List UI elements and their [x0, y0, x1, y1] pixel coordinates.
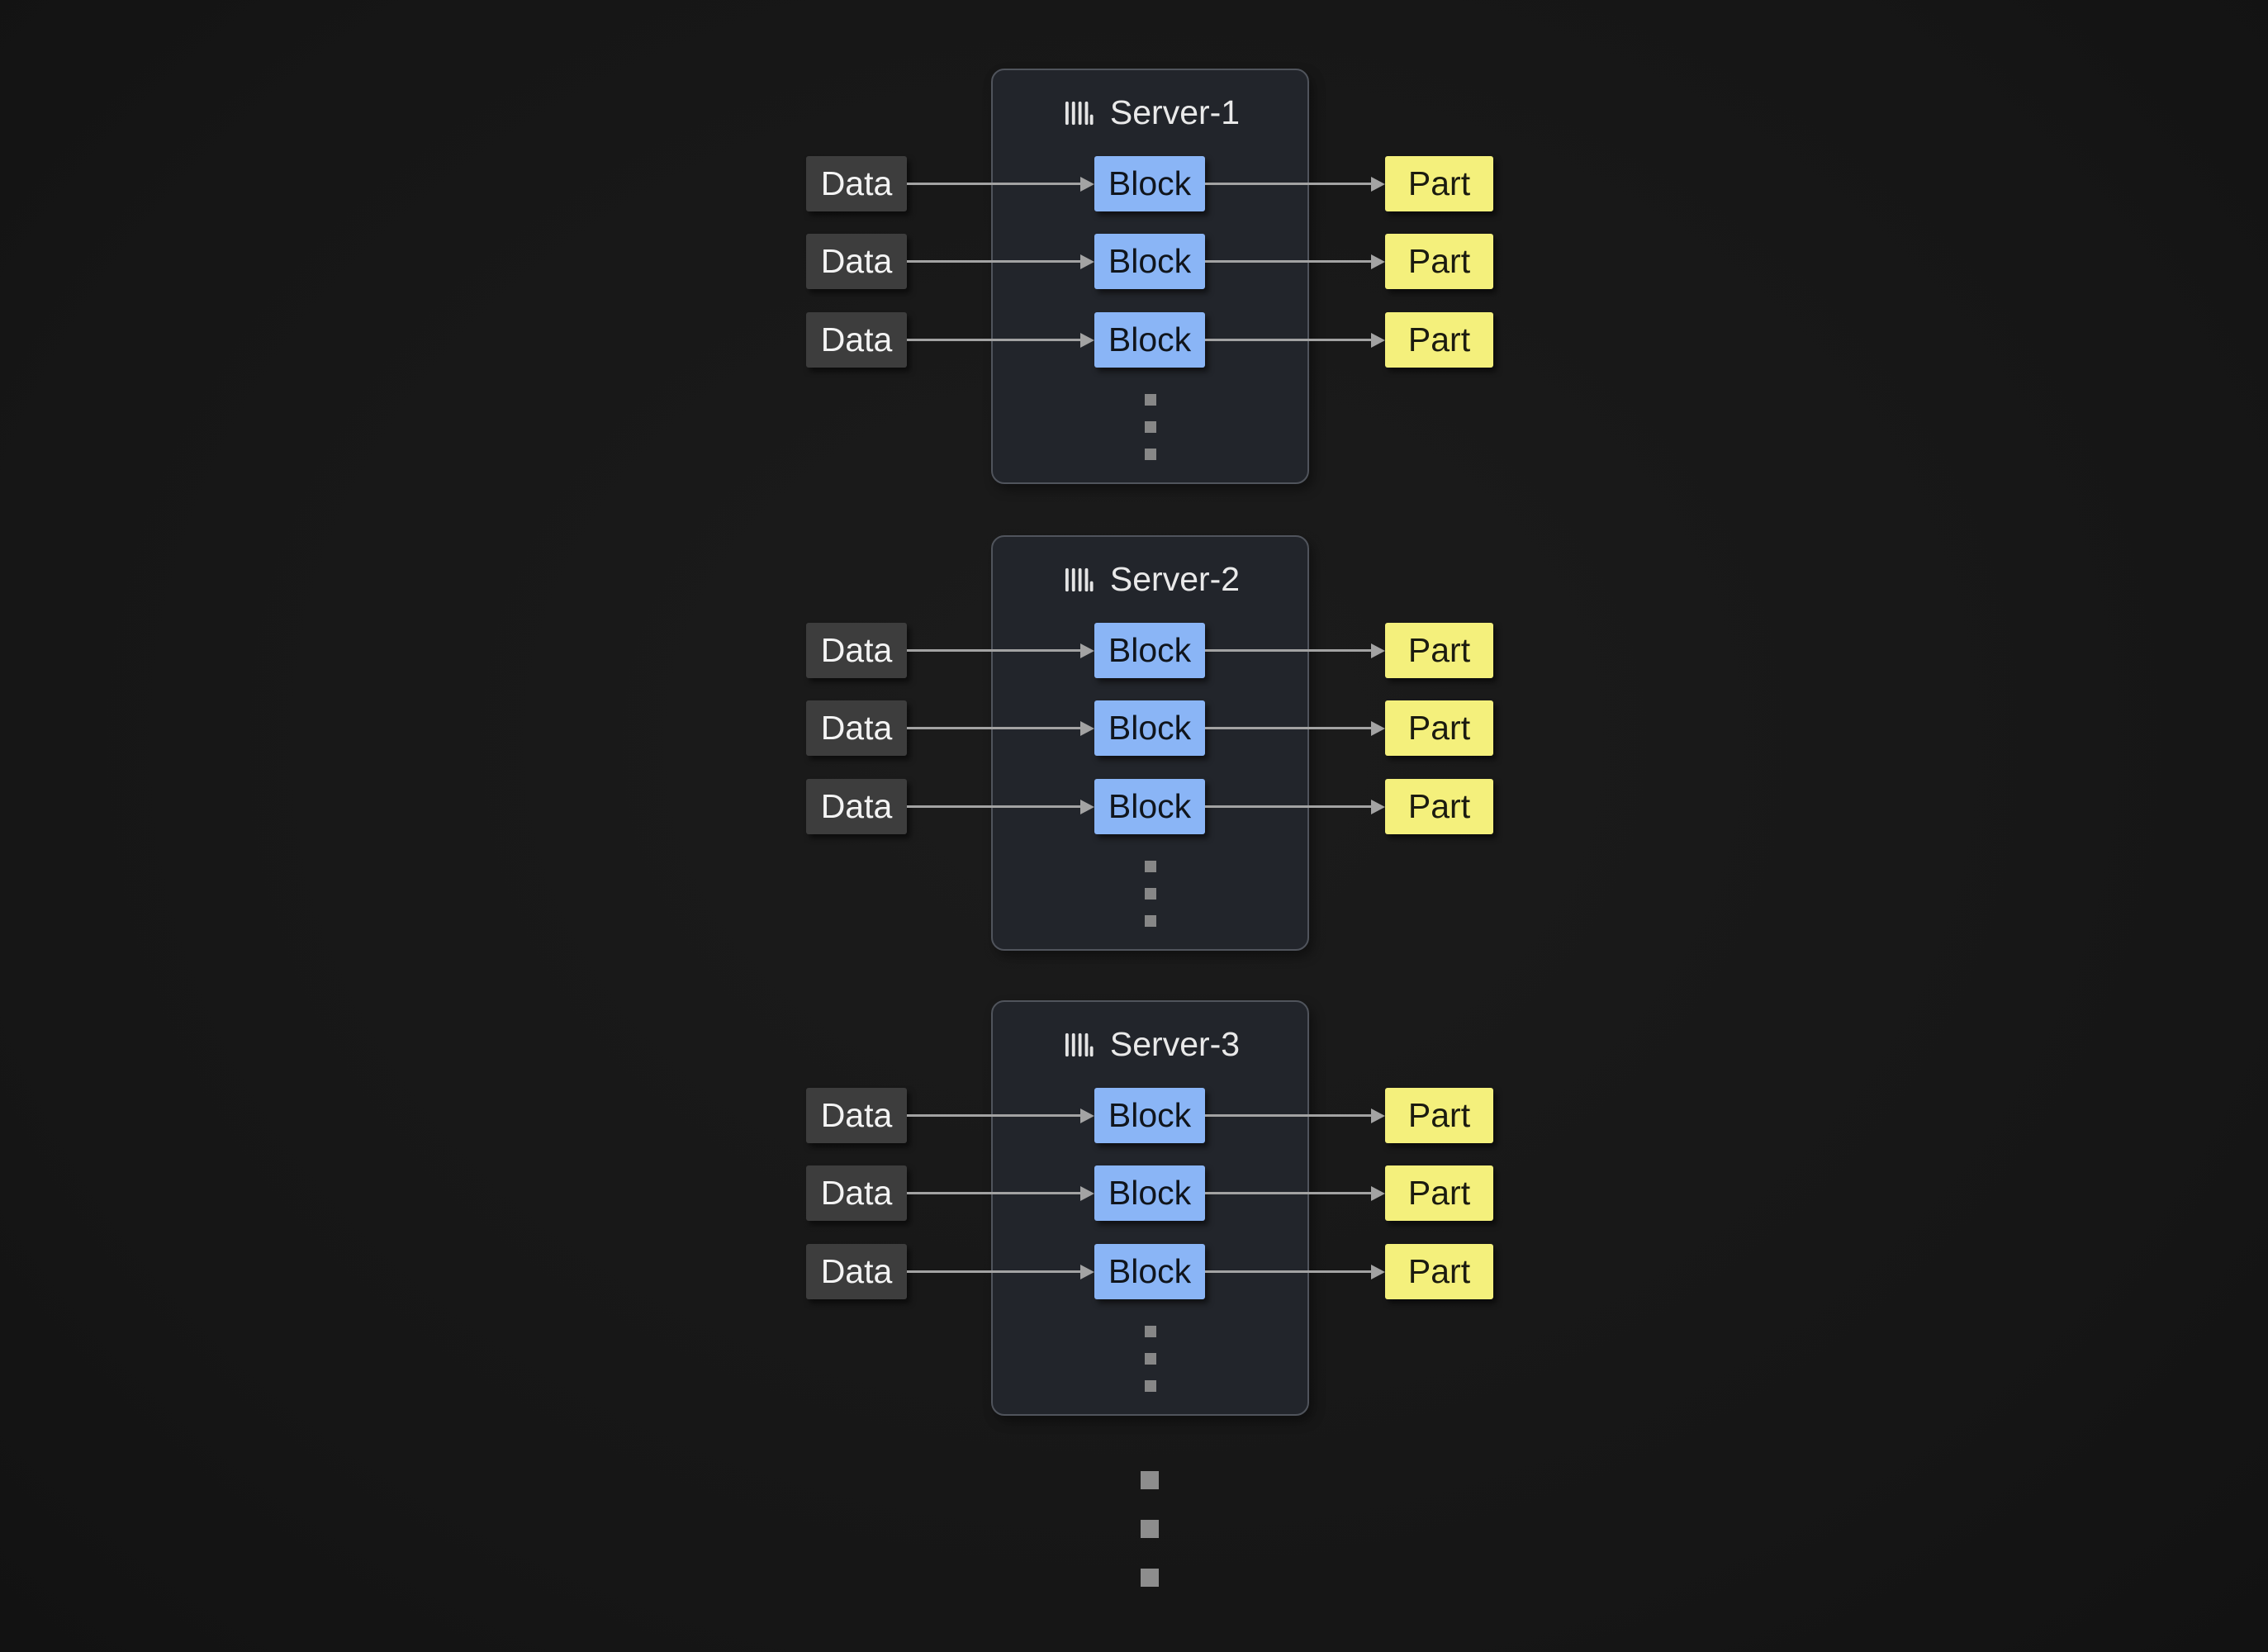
arrow-data-to-block-icon — [907, 727, 1081, 729]
block-node: Block — [1094, 312, 1205, 368]
flow-row: Data Block Part — [806, 1165, 1493, 1221]
flow-row: Data Block Part — [806, 1088, 1493, 1143]
server-group: Server-2 Data Block Part Data Block Part… — [806, 535, 1493, 951]
flow-row: Data Block Part — [806, 234, 1493, 289]
arrow-block-to-part-icon — [1205, 805, 1372, 808]
arrow-block-to-part-icon — [1205, 727, 1372, 729]
server-label: Server-2 — [1109, 560, 1241, 598]
block-node: Block — [1094, 700, 1205, 756]
server-container: Server-1 — [991, 69, 1309, 484]
block-node: Block — [1094, 1088, 1205, 1143]
flow-row: Data Block Part — [806, 779, 1493, 834]
block-node: Block — [1094, 779, 1205, 834]
block-node: Block — [1094, 234, 1205, 289]
flow-row: Data Block Part — [806, 623, 1493, 678]
data-node: Data — [806, 1165, 907, 1221]
part-node: Part — [1385, 1088, 1493, 1143]
arrow-data-to-block-icon — [907, 649, 1081, 652]
flow-row: Data Block Part — [806, 312, 1493, 368]
flow-row: Data Block Part — [806, 1244, 1493, 1299]
arrow-block-to-part-icon — [1205, 183, 1372, 185]
data-node: Data — [806, 623, 907, 678]
data-node: Data — [806, 1244, 907, 1299]
arrow-data-to-block-icon — [907, 339, 1081, 341]
flow-row: Data Block Part — [806, 156, 1493, 211]
data-node: Data — [806, 312, 907, 368]
server-title: Server-3 — [993, 1025, 1307, 1064]
arrow-data-to-block-icon — [907, 183, 1081, 185]
arrow-block-to-part-icon — [1205, 1192, 1372, 1194]
data-node: Data — [806, 700, 907, 756]
data-node: Data — [806, 234, 907, 289]
server-label: Server-3 — [1109, 1025, 1241, 1063]
part-node: Part — [1385, 234, 1493, 289]
arrow-block-to-part-icon — [1205, 1114, 1372, 1117]
part-node: Part — [1385, 700, 1493, 756]
part-node: Part — [1385, 779, 1493, 834]
data-node: Data — [806, 779, 907, 834]
ellipsis-vertical-icon — [1144, 394, 1156, 460]
arrow-block-to-part-icon — [1205, 339, 1372, 341]
block-node: Block — [1094, 1165, 1205, 1221]
server-group: Server-3 Data Block Part Data Block Part… — [806, 1000, 1493, 1416]
arrow-data-to-block-icon — [907, 1270, 1081, 1273]
arrow-data-to-block-icon — [907, 260, 1081, 263]
server-title: Server-2 — [993, 560, 1307, 599]
arrow-block-to-part-icon — [1205, 649, 1372, 652]
more-servers-ellipsis-icon — [1141, 1471, 1159, 1587]
arrow-data-to-block-icon — [907, 1192, 1081, 1194]
data-node: Data — [806, 156, 907, 211]
server-container: Server-3 — [991, 1000, 1309, 1416]
arrow-block-to-part-icon — [1205, 1270, 1372, 1273]
server-icon — [1060, 1028, 1095, 1062]
block-node: Block — [1094, 623, 1205, 678]
server-group: Server-1 Data Block Part Data Block Part… — [806, 69, 1493, 484]
part-node: Part — [1385, 1165, 1493, 1221]
part-node: Part — [1385, 623, 1493, 678]
part-node: Part — [1385, 312, 1493, 368]
arrow-data-to-block-icon — [907, 1114, 1081, 1117]
server-icon — [1060, 96, 1095, 131]
part-node: Part — [1385, 156, 1493, 211]
block-node: Block — [1094, 1244, 1205, 1299]
server-icon — [1060, 563, 1095, 597]
block-node: Block — [1094, 156, 1205, 211]
server-title: Server-1 — [993, 93, 1307, 132]
flow-row: Data Block Part — [806, 700, 1493, 756]
server-label: Server-1 — [1109, 93, 1241, 131]
ellipsis-vertical-icon — [1144, 861, 1156, 927]
arrow-block-to-part-icon — [1205, 260, 1372, 263]
part-node: Part — [1385, 1244, 1493, 1299]
arrow-data-to-block-icon — [907, 805, 1081, 808]
ellipsis-vertical-icon — [1144, 1326, 1156, 1392]
data-node: Data — [806, 1088, 907, 1143]
